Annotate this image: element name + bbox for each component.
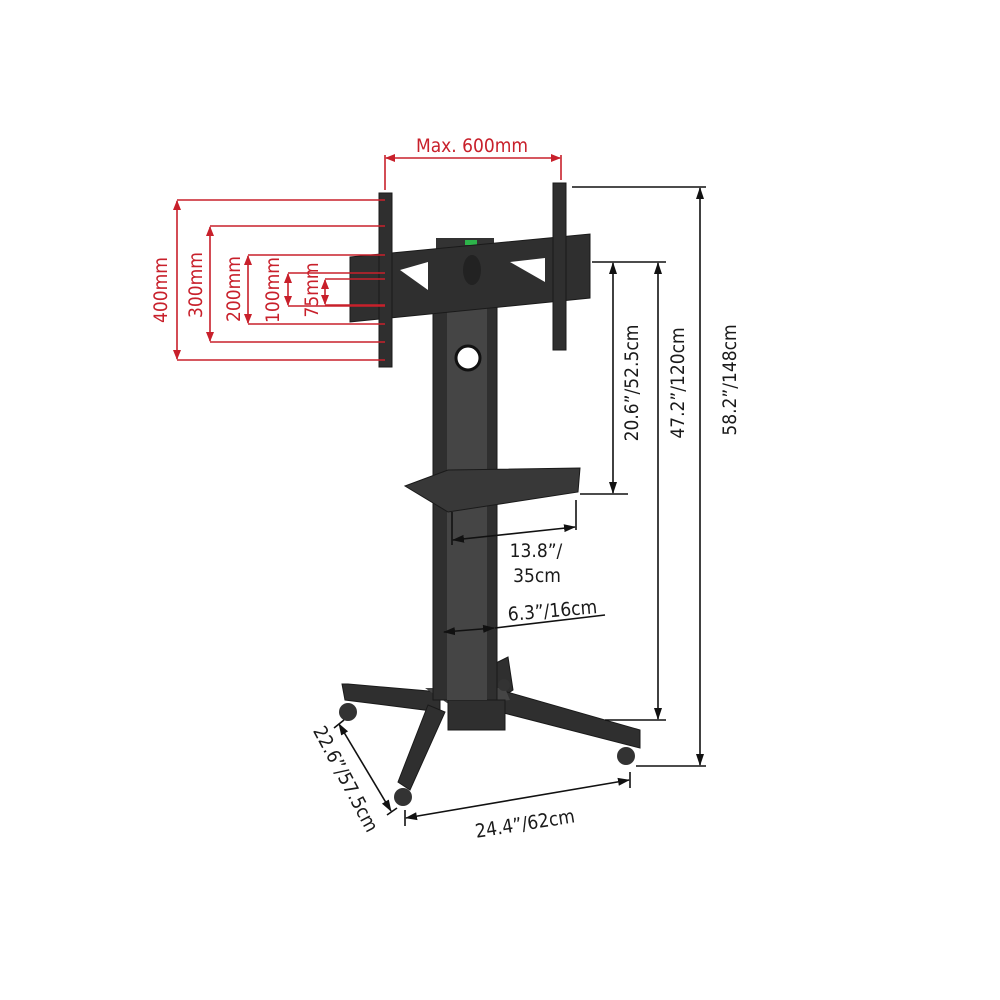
wheel — [498, 679, 510, 691]
shelf-width-label-line2: 35cm — [513, 565, 561, 587]
wheel — [617, 747, 635, 765]
vesa-300-label: 300mm — [185, 252, 207, 318]
base-width-label: 24.4”/62cm — [474, 805, 577, 842]
left-vesa-rail — [378, 192, 393, 368]
vesa-100-label: 100mm — [262, 257, 284, 323]
vesa-200-label: 200mm — [223, 256, 245, 322]
vesa-annotations: Max. 600mm 400mm 300mm 200mm 100mm 75mm — [150, 135, 562, 361]
vesa-75-label: 75mm — [301, 262, 323, 317]
max-width-label: Max. 600mm — [416, 135, 528, 157]
column-width-label: 6.3”/16cm — [507, 596, 598, 626]
glass-shelf — [403, 467, 581, 513]
total-height-label: 58.2”/148cm — [719, 324, 741, 435]
mount-height-label: 47.2”/120cm — [667, 327, 689, 438]
shelf-width-label-line1: 13.8”/ — [510, 540, 563, 562]
wheel — [339, 703, 357, 721]
vesa-400-label: 400mm — [150, 257, 172, 323]
shelf-to-mount-label: 20.6”/52.5cm — [621, 325, 643, 442]
right-vesa-rail — [552, 182, 567, 351]
cable-hole — [454, 344, 482, 372]
wheel — [394, 788, 412, 806]
